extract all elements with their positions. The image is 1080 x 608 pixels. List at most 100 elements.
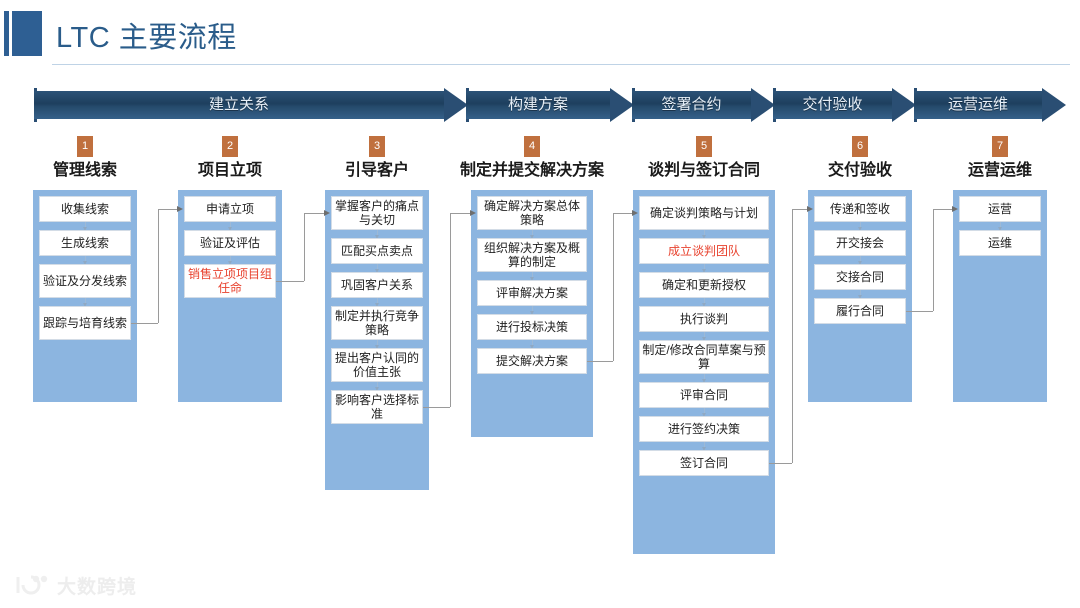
stage-title-5: 谈判与签订合同	[647, 162, 760, 179]
process-step-box[interactable]: 确定谈判策略与计划	[639, 196, 769, 230]
connector-segment-h	[276, 281, 304, 282]
process-step-box[interactable]: 传递和签收	[814, 196, 906, 222]
stage-number-badge-1: 1	[77, 136, 93, 157]
connector-arrow-icon	[177, 206, 183, 212]
connector-segment-v	[933, 209, 934, 311]
step-down-arrow-icon	[702, 442, 706, 451]
stage-number-badge-3: 3	[369, 136, 385, 157]
step-down-arrow-icon	[702, 374, 706, 383]
step-down-arrow-icon	[702, 230, 706, 239]
process-step-box[interactable]: 制定/修改合同草案与预算	[639, 340, 769, 374]
connector-segment-h	[450, 213, 471, 214]
arrow-body	[34, 91, 444, 119]
arrow-body	[914, 91, 1042, 119]
step-down-arrow-icon	[530, 272, 534, 281]
stage-number-badge-6: 6	[852, 136, 868, 157]
process-step-box[interactable]: 掌握客户的痛点与关切	[331, 196, 423, 230]
process-step-box[interactable]: 生成线索	[39, 230, 131, 256]
connector-arrow-icon	[324, 210, 330, 216]
arrow-body	[632, 91, 751, 119]
connector-arrow-icon	[807, 206, 813, 212]
watermark: 大数跨境	[14, 572, 137, 598]
process-step-box[interactable]: 进行投标决策	[477, 314, 587, 340]
process-step-box[interactable]: 验证及评估	[184, 230, 276, 256]
process-step-box[interactable]: 履行合同	[814, 298, 906, 324]
step-down-arrow-icon	[530, 230, 534, 239]
arrow-head-icon	[892, 88, 916, 122]
process-step-box[interactable]: 确定和更新授权	[639, 272, 769, 298]
stage-number-badge-5: 5	[696, 136, 712, 157]
step-down-arrow-icon	[83, 222, 87, 231]
page-header: LTC 主要流程	[0, 0, 1080, 72]
process-step-box[interactable]: 评审合同	[639, 382, 769, 408]
arrow-body	[773, 91, 892, 119]
process-step-box[interactable]: 执行谈判	[639, 306, 769, 332]
arrow-head-icon	[751, 88, 775, 122]
process-step-box[interactable]: 确定解决方案总体策略	[477, 196, 587, 230]
connector-segment-h	[769, 463, 792, 464]
connector-segment-v	[613, 213, 614, 361]
step-down-arrow-icon	[998, 222, 1002, 231]
step-down-arrow-icon	[702, 298, 706, 307]
stage-arrow-3: 签署合约	[632, 88, 775, 122]
header-accent-bar	[4, 11, 42, 56]
connector-segment-h	[158, 209, 178, 210]
connector-arrow-icon	[952, 206, 958, 212]
header-divider	[52, 64, 1070, 65]
stage-title-4: 制定并提交解决方案	[459, 162, 604, 179]
process-step-box[interactable]: 跟踪与培育线索	[39, 306, 131, 340]
stage-title-2: 项目立项	[197, 162, 262, 179]
process-step-box[interactable]: 签订合同	[639, 450, 769, 476]
stage-arrow-2: 构建方案	[466, 88, 634, 122]
watermark-logo-icon	[14, 574, 50, 596]
process-step-box[interactable]: 巩固客户关系	[331, 272, 423, 298]
process-step-box[interactable]: 运营	[959, 196, 1041, 222]
process-step-box[interactable]: 制定并执行竞争策略	[331, 306, 423, 340]
process-step-box[interactable]: 交接合同	[814, 264, 906, 290]
stage-banner: 建立关系 构建方案 签署合约 交付验收 运营运维	[0, 88, 1080, 122]
process-step-box[interactable]: 验证及分发线索	[39, 264, 131, 298]
process-step-box[interactable]: 运维	[959, 230, 1041, 256]
stage-arrow-label: 交付验收	[802, 96, 863, 113]
connector-arrow-icon	[470, 210, 476, 216]
connector-arrow-icon	[632, 210, 638, 216]
step-down-arrow-icon	[228, 222, 232, 231]
process-step-box[interactable]: 收集线索	[39, 196, 131, 222]
process-step-box[interactable]: 销售立项项目组任命	[184, 264, 276, 298]
stage-arrow-1: 建立关系	[34, 88, 468, 122]
process-step-box[interactable]: 提出客户认同的价值主张	[331, 348, 423, 382]
process-step-box[interactable]: 匹配买点卖点	[331, 238, 423, 264]
process-step-box[interactable]: 进行签约决策	[639, 416, 769, 442]
arrow-head-icon	[444, 88, 468, 122]
connector-segment-h	[131, 323, 158, 324]
step-down-arrow-icon	[83, 298, 87, 307]
step-down-arrow-icon	[858, 222, 862, 231]
stage-arrow-label: 运营运维	[947, 96, 1008, 113]
step-down-arrow-icon	[375, 340, 379, 349]
process-step-box[interactable]: 申请立项	[184, 196, 276, 222]
stage-title-1: 管理线索	[52, 162, 117, 179]
step-down-arrow-icon	[375, 298, 379, 307]
stage-title-3: 引导客户	[344, 162, 409, 179]
connector-segment-v	[450, 213, 451, 407]
watermark-text: 大数跨境	[57, 576, 138, 598]
process-step-box[interactable]: 提交解决方案	[477, 348, 587, 374]
process-step-box[interactable]: 组织解决方案及概算的制定	[477, 238, 587, 272]
connector-segment-h	[587, 361, 613, 362]
connector-segment-h	[423, 407, 450, 408]
arrow-body	[466, 91, 610, 119]
arrow-head-icon	[610, 88, 634, 122]
process-step-box[interactable]: 成立谈判团队	[639, 238, 769, 264]
stage-arrow-label: 构建方案	[507, 96, 568, 113]
step-down-arrow-icon	[858, 290, 862, 299]
stage-arrow-5: 运营运维	[914, 88, 1066, 122]
stage-number-badge-2: 2	[222, 136, 238, 157]
process-step-box[interactable]: 影响客户选择标准	[331, 390, 423, 424]
stage-arrow-label: 建立关系	[208, 96, 269, 113]
step-down-arrow-icon	[702, 408, 706, 417]
process-step-box[interactable]: 开交接会	[814, 230, 906, 256]
stage-arrow-label: 签署合约	[661, 96, 722, 113]
step-down-arrow-icon	[702, 264, 706, 273]
process-step-box[interactable]: 评审解决方案	[477, 280, 587, 306]
page-title: LTC 主要流程	[56, 22, 237, 54]
